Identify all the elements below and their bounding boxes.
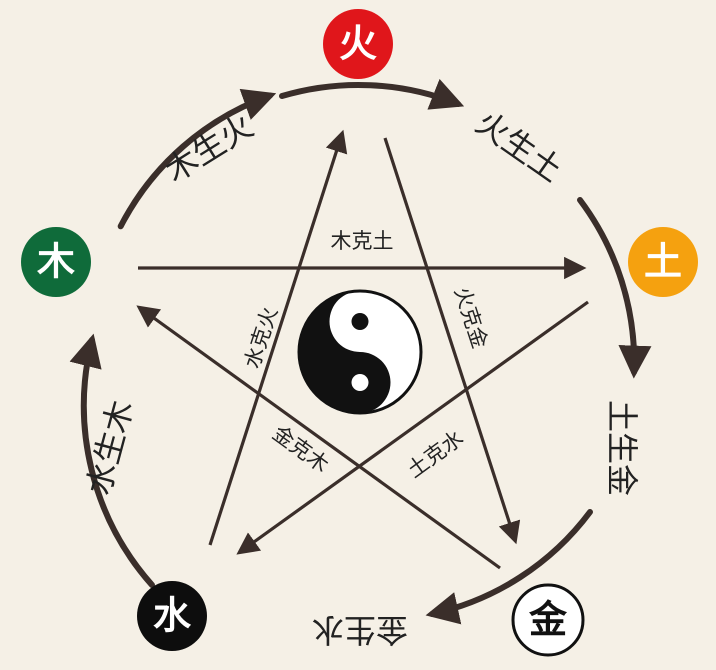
node-metal-label: 金 [528, 598, 568, 642]
line-metal-wood [136, 305, 501, 570]
arc-metal-water [425, 509, 593, 625]
node-wood-circle [21, 227, 91, 297]
node-earth: 土 [628, 227, 698, 297]
node-water: 水 [137, 581, 207, 651]
arc-earth-metal [577, 197, 652, 379]
node-fire-circle [323, 9, 393, 79]
line-water-fire [208, 129, 348, 546]
node-metal: 金 [511, 583, 585, 657]
node-fire: 火 [323, 9, 393, 79]
ctrl-label-wood-earth: 木克土 [331, 229, 394, 253]
gen-label-earth-metal: 土生金 [603, 400, 641, 496]
ctrl-label-metal-wood: 金克木 [268, 421, 333, 477]
line-earth-water [236, 300, 589, 555]
arc-water-wood [69, 333, 155, 588]
gen-label-wood-fire: 木生火 [158, 107, 260, 190]
node-earth-label: 土 [644, 240, 682, 284]
node-fire-label: 火 [339, 22, 377, 66]
yin-yang-icon [297, 289, 423, 415]
line-fire-metal [383, 137, 521, 545]
controlling-star [136, 129, 589, 570]
gen-label-metal-water: 金生水 [312, 611, 408, 649]
arc-wood-fire [117, 88, 277, 230]
gen-label-fire-earth: 火生土 [469, 103, 569, 189]
node-metal-circle [511, 583, 585, 657]
node-wood-label: 木 [37, 240, 75, 284]
node-water-label: 水 [153, 594, 192, 638]
node-wood: 木 [21, 227, 91, 297]
node-earth-circle [628, 227, 698, 297]
ctrl-label-earth-water: 土克水 [403, 426, 468, 482]
generating-cycle [69, 78, 652, 625]
arc-fire-earth [279, 78, 465, 110]
ctrl-label-fire-metal: 火克金 [450, 284, 492, 351]
node-water-circle [137, 581, 207, 651]
